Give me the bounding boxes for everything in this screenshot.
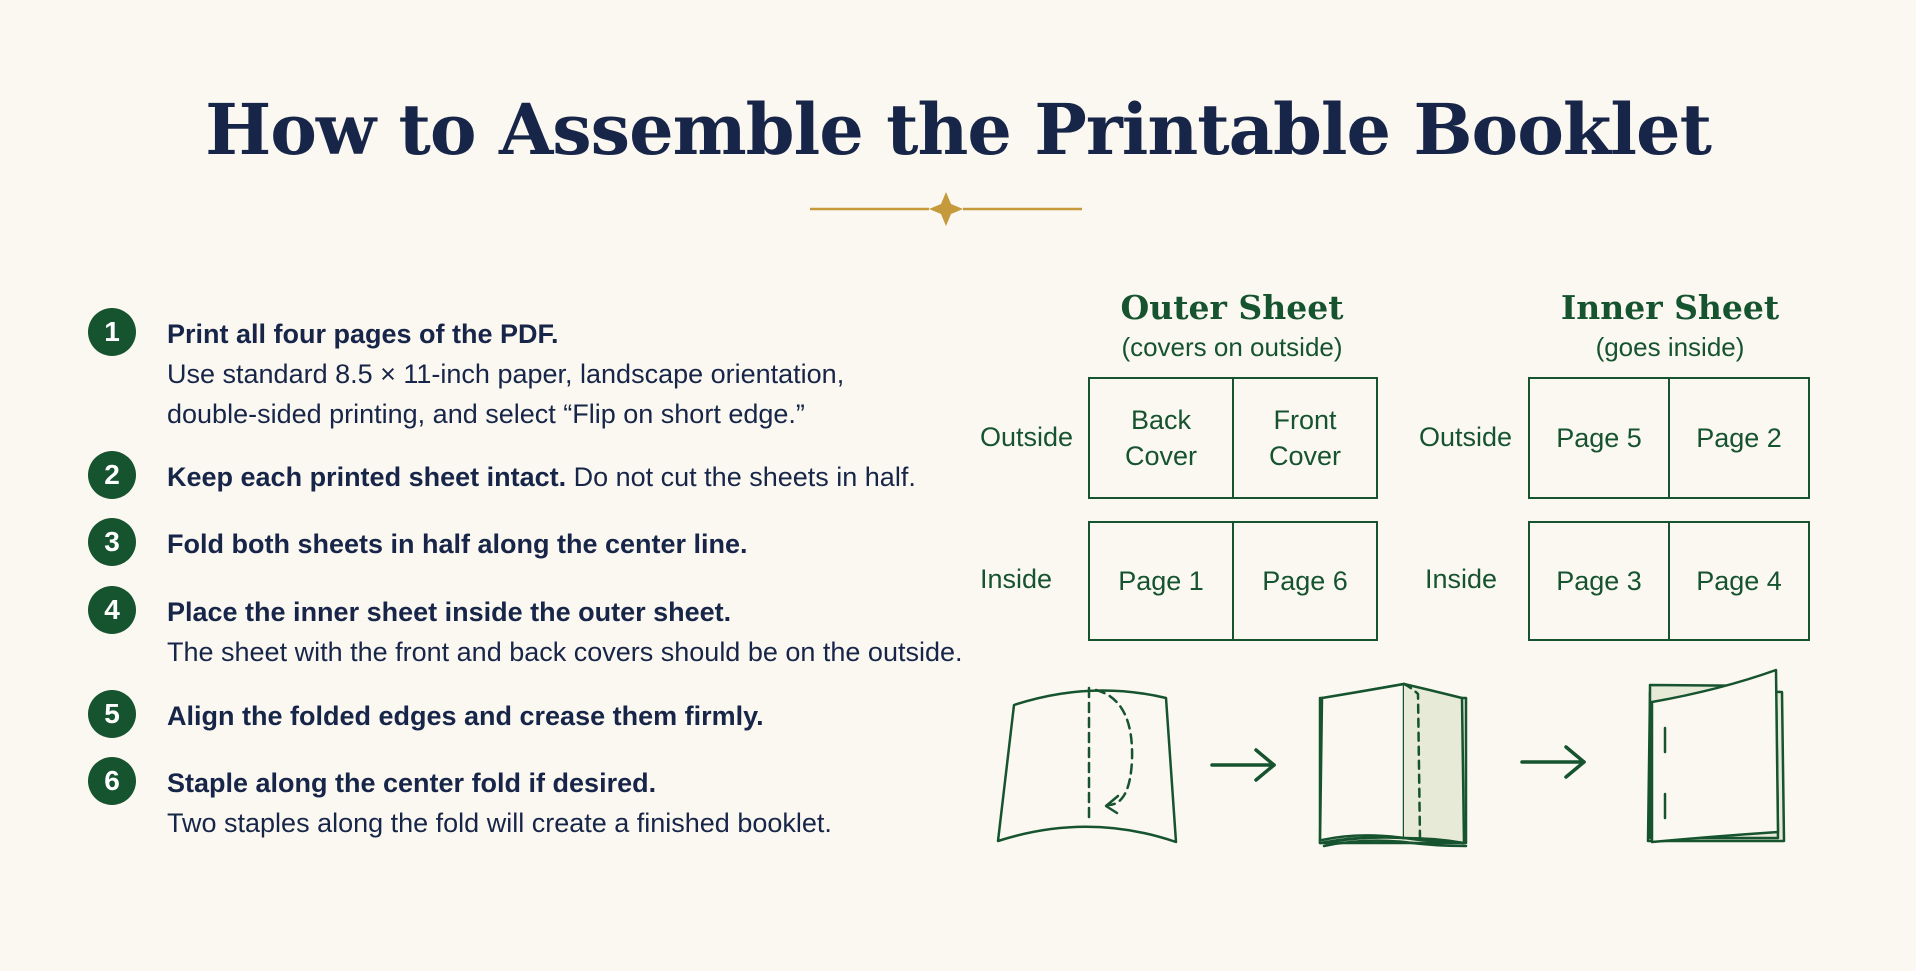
step-detail-line: Use standard 8.5 × 11-inch paper, landsc… [167,359,845,389]
outer-inside-label: Inside [980,564,1053,594]
step-number-badge: 1 [88,308,136,356]
panel-cell-page-4: Page 4 [1668,523,1808,639]
finished-booklet-icon [1646,668,1786,844]
arrow-right-icon [1210,748,1276,782]
inner-sheet-title: Inner Sheet [1560,288,1780,327]
step-number-badge: 2 [88,451,136,499]
panel-cell-page-6: Page 6 [1232,523,1376,639]
panel-cell-page-5: Page 5 [1556,423,1642,453]
inner-inside-label: Inside [1425,564,1498,594]
step-heading: Fold both sheets in half along the cente… [167,529,748,559]
folded-sheets-icon [1318,682,1468,848]
folding-sheet-icon [996,686,1178,844]
inner-inside-panel: Page 3 Page 4 [1528,521,1810,641]
inner-outside-label: Outside [1419,422,1513,452]
step-detail-inline: Do not cut the sheets in half. [566,462,916,492]
inner-outside-panel: Page 5 Page 2 [1528,377,1810,499]
outer-inside-panel: Page 1 Page 6 [1088,521,1378,641]
outer-outside-label: Outside [980,422,1074,452]
folding-illustration [996,668,1786,848]
step-heading: Staple along the center fold if desired. [167,768,657,798]
step-detail-line: The sheet with the front and back covers… [167,637,963,667]
step-number-badge: 5 [88,690,136,738]
panel-cell-back-cover: Back Cover [1124,405,1198,471]
step-heading: Align the folded edges and crease them f… [167,701,764,731]
step-number-badge: 4 [88,586,136,634]
step-heading: Keep each printed sheet intact. [167,462,567,492]
step-number-badge: 3 [88,518,136,566]
inner-sheet-subtitle: (goes inside) [1595,332,1745,362]
panel-cell-page-1: Page 1 [1118,566,1204,596]
panel-cell-front-cover: Front Cover [1232,379,1376,497]
panel-cell-page-2: Page 2 [1668,379,1808,497]
arrow-right-icon [1520,745,1586,779]
page-title: How to Assemble the Printable Booklet [205,88,1712,171]
step-detail-line: double-sided printing, and select “Flip … [167,399,805,429]
outer-sheet-title: Outer Sheet [1120,288,1344,327]
step-heading: Print all four pages of the PDF. [167,319,559,349]
step-number-badge: 6 [88,757,136,805]
outer-sheet-subtitle: (covers on outside) [1121,332,1343,362]
outer-outside-panel: Back Cover Front Cover [1088,377,1378,499]
step-detail-line: Two staples along the fold will create a… [167,808,832,838]
panel-cell-page-3: Page 3 [1556,566,1642,596]
step-heading: Place the inner sheet inside the outer s… [167,597,732,627]
title-divider-ornament [810,192,1082,226]
